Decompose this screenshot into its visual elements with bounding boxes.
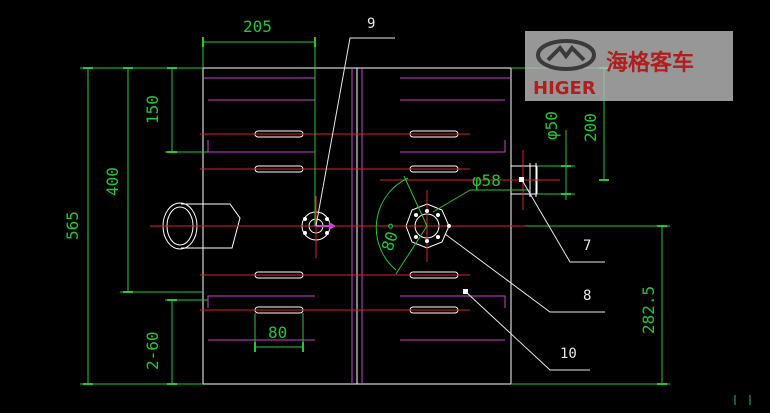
dim-text-2-60: 2-60: [143, 331, 162, 370]
dim-text-150: 150: [143, 95, 162, 124]
hidden-baffle: [400, 140, 506, 153]
callout-9: 9: [367, 16, 375, 32]
bolt-hole: [303, 217, 307, 221]
angle-ray: [395, 225, 428, 275]
dim-text-phi50: φ50: [542, 111, 561, 140]
callout-10: 10: [560, 346, 577, 362]
dim-angle-arc: [375, 177, 409, 271]
dim-text-565: 565: [63, 211, 82, 240]
leader-9: [315, 37, 395, 227]
leader-phi58: [432, 189, 471, 213]
bolt-holes: [303, 209, 451, 243]
higer-logo: HIGER 海格客车: [525, 31, 733, 101]
bolt-hole: [447, 224, 451, 228]
dim-text-200: 200: [581, 113, 600, 142]
arrow-9: [316, 222, 336, 230]
bolt-hole: [425, 239, 429, 243]
leader-10: [465, 291, 590, 371]
bolt-hole: [436, 213, 440, 217]
leader-8: [444, 233, 605, 313]
corner-marks: [734, 395, 751, 405]
leader-7: [521, 179, 605, 263]
marker: [463, 289, 468, 294]
hidden-baffle: [207, 140, 315, 153]
bolt-hole: [303, 231, 307, 235]
dim-text-angle-80: 80°: [378, 220, 405, 253]
center-lines: [150, 133, 560, 311]
bolt-hole: [425, 209, 429, 213]
hidden-baffle: [207, 295, 315, 308]
marker: [519, 177, 524, 182]
callout-8: 8: [583, 288, 591, 304]
bolt-hole: [436, 235, 440, 239]
higer-emblem-mark: [546, 44, 586, 62]
bolt-hole: [414, 235, 418, 239]
dim-text-400: 400: [103, 167, 122, 196]
bolt-hole: [325, 217, 329, 221]
higer-emblem-icon: [536, 39, 596, 71]
angle-ray: [403, 175, 428, 227]
dim-text-phi58: φ58: [472, 171, 501, 190]
callout-leaders: [315, 37, 605, 371]
logo-brand-cn: 海格客车: [606, 50, 694, 76]
dim-text-282-5: 282.5: [639, 286, 658, 334]
bolt-hole: [414, 213, 418, 217]
bolt-hole: [325, 231, 329, 235]
hidden-baffle: [400, 295, 506, 308]
dim-text-80: 80: [268, 323, 287, 342]
callout-markers: [463, 177, 524, 294]
dim-text-205: 205: [243, 17, 272, 36]
inlet-pipe: [181, 203, 241, 249]
logo-brand-en: HIGER: [533, 78, 596, 99]
dimension-ticks: [83, 37, 667, 385]
callout-7: 7: [583, 238, 591, 254]
